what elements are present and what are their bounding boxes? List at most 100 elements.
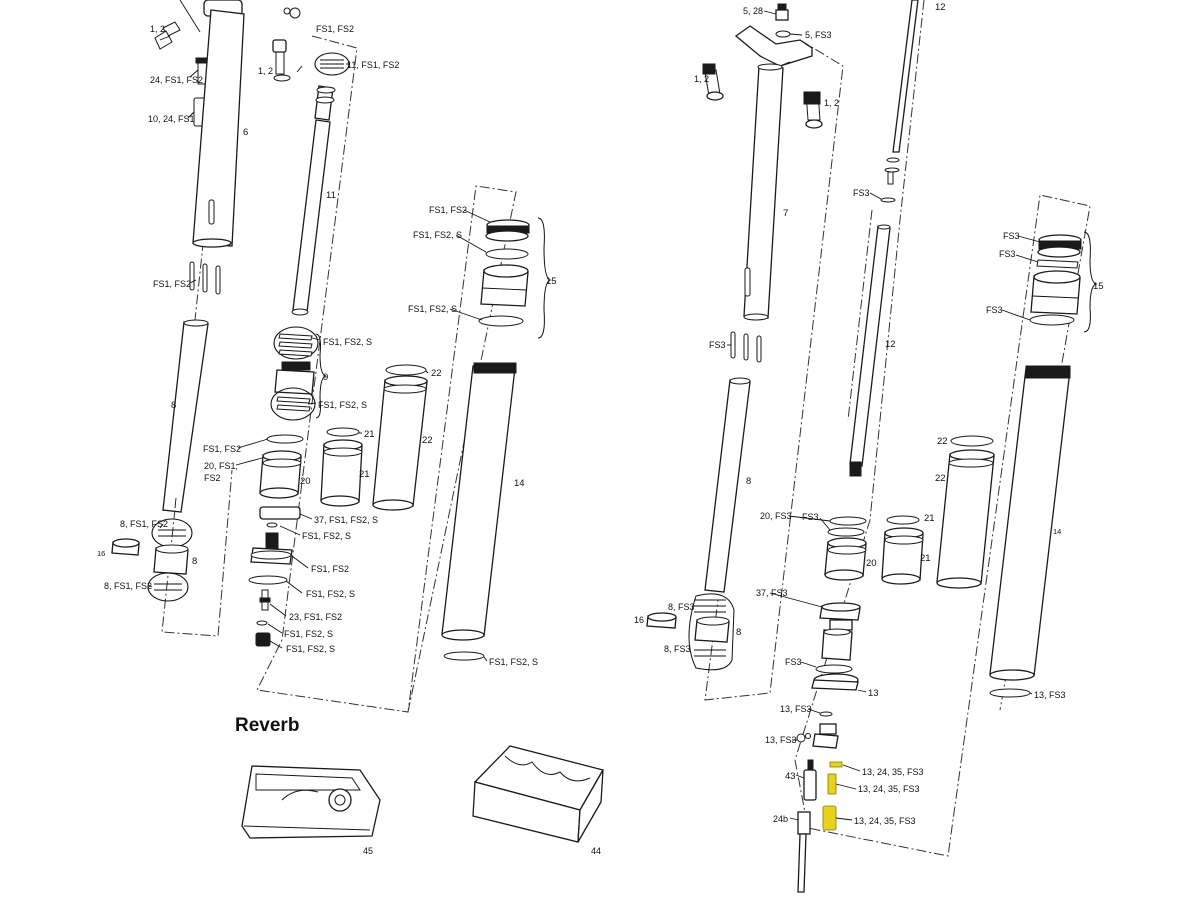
part-label: 20, FS1, (204, 461, 238, 471)
part-label: 37, FS3 (756, 588, 788, 598)
part-label: FS1, FS2, S (318, 400, 367, 410)
part-label: 44 (591, 846, 601, 856)
seal-part-16 (646, 612, 677, 629)
part-label: FS1, FS2 (203, 444, 241, 454)
part-label: FS1, FS2, S (323, 337, 372, 347)
seal-ring (950, 435, 994, 447)
part-label: 24b (773, 814, 788, 824)
part-label: 7 (783, 208, 788, 219)
tube-part-8 (704, 377, 751, 593)
part-label: FS1, FS2 (429, 205, 467, 215)
valve-body-13 (812, 723, 839, 749)
seal-part-16 (111, 538, 140, 556)
part-label: 13, FS3 (765, 735, 797, 745)
part-label: 23, FS1, FS2 (289, 612, 342, 622)
part-label: 16 (97, 549, 105, 558)
bolt-part (702, 63, 724, 101)
assembly-line (704, 39, 844, 701)
part-label: 13, FS3 (780, 704, 812, 714)
plug-part (255, 632, 271, 647)
part-label: 21 (924, 513, 935, 524)
part-label: FS3 (709, 340, 726, 350)
part-label: 43 (785, 771, 796, 782)
rod-part-12 (849, 224, 891, 477)
rod-part-12 (884, 0, 919, 185)
seal-ring (815, 664, 853, 674)
highlighted-pin (827, 773, 837, 795)
piston-assembly-9 (270, 326, 319, 421)
part-label: 8 (746, 476, 751, 487)
part-label: FS3 (1003, 231, 1020, 241)
bushing-part-20 (824, 537, 867, 581)
part-label: FS3 (802, 512, 819, 522)
part-label: 14 (1053, 527, 1061, 536)
nut-part (289, 7, 301, 19)
seal-ring (827, 527, 865, 537)
part-label: FS1, FS2, S (306, 589, 355, 599)
part-label: FS3 (785, 657, 802, 667)
pins-part (189, 261, 221, 295)
part-label: 1, 2 (150, 24, 165, 34)
part-label: FS1, FS2, S (286, 644, 335, 654)
part-label: 24, FS1, FS2 (150, 75, 203, 85)
spacer-part-37 (819, 602, 861, 621)
part-label: FS1, FS2, S (413, 230, 462, 240)
sleeve-part-22 (936, 449, 995, 589)
part-label: 11, FS1, FS2 (347, 60, 399, 70)
seal-ring (880, 197, 896, 203)
part-label: 11 (326, 190, 336, 201)
part-label: 21 (920, 553, 931, 564)
highlighted-sleeve (822, 805, 837, 831)
seal-ring (829, 516, 867, 526)
part-label: 8, FS1, FS2 (104, 581, 152, 591)
part-label: 22 (935, 473, 946, 484)
seal-ring (385, 364, 427, 376)
outer-tube-part-14 (989, 365, 1071, 681)
bolt-part (272, 39, 291, 82)
part-label: 20 (300, 476, 311, 487)
part-label: FS1, FS2, S (408, 304, 457, 314)
seal-ring (326, 427, 360, 437)
part-label: 37, FS1, FS2, S (314, 515, 378, 525)
bushing-part-21 (320, 439, 363, 507)
part-labels: 1, 2 FS1, FS2 24, FS1, FS2 10, 24, FS1 6… (97, 2, 1104, 856)
part-label: 16 (634, 615, 644, 625)
seatpost-tube-7 (743, 63, 784, 321)
seal-ring (989, 688, 1031, 698)
block-part-44 (472, 745, 604, 843)
part-label: FS1, FS2 (316, 24, 354, 34)
part-label: 9 (323, 372, 328, 383)
valve-part-23 (259, 589, 271, 611)
part-label: 21 (359, 469, 370, 480)
part-label: 5, FS3 (805, 30, 832, 40)
outer-tube-part-14 (441, 362, 517, 641)
bolt-part (154, 21, 181, 50)
rod-part-24b (797, 811, 811, 893)
part-label: 1, 2 (824, 98, 839, 108)
part-label: 8, FS1, FS2 (120, 519, 168, 529)
spacer-part-37 (259, 506, 301, 520)
part-label: 45 (363, 846, 373, 856)
highlighted-ring (829, 761, 843, 768)
seal-ring (248, 575, 288, 585)
part-label: 15 (1093, 281, 1104, 292)
assembly-line (256, 35, 517, 713)
part-label: 1, 2 (694, 74, 709, 84)
diagram-title: Reverb (235, 715, 299, 736)
part-label: 14 (514, 478, 525, 489)
part-label: 6 (243, 127, 248, 138)
assembly-line (847, 209, 873, 421)
seal-head-group-8 (688, 593, 735, 671)
seal-head-part-13 (811, 673, 859, 691)
part-label: 13, 24, 35, FS3 (858, 784, 920, 794)
pins-part (730, 331, 762, 363)
part-label: 5, 28 (743, 6, 763, 16)
shaft-part-11 (291, 52, 350, 316)
part-label: 12 (885, 339, 896, 350)
part-label: 8 (171, 400, 176, 411)
part-label: 21 (364, 429, 375, 440)
piston-part (250, 532, 293, 565)
seal-ring (266, 434, 304, 444)
tube-part-8 (162, 319, 209, 513)
